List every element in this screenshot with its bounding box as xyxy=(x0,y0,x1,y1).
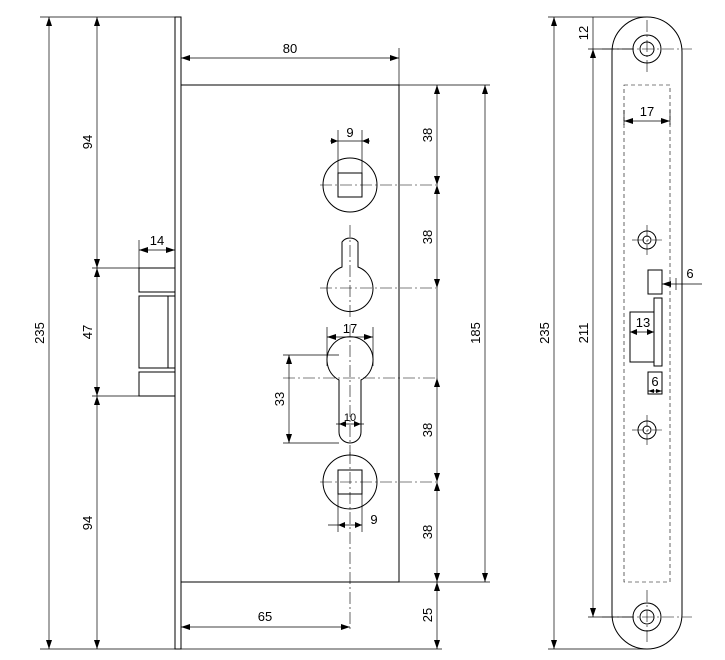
faceplate-latch-top xyxy=(647,269,663,295)
hole-spacing-upper-label: 38 xyxy=(420,128,435,142)
side-latch-bolt-bottom xyxy=(138,371,176,397)
faceplate-bolt-plate xyxy=(653,297,663,367)
faceplate-deadbolt xyxy=(647,371,663,395)
bottom-offset-label: 25 xyxy=(420,608,435,622)
cylinder-slot-label: 10 xyxy=(344,412,356,424)
cylinder-width-label: 17 xyxy=(343,321,357,336)
latch-width-label: 13 xyxy=(636,315,650,330)
side-latch-bolt-body xyxy=(138,295,176,369)
keyhole xyxy=(326,237,374,312)
latch-projection-label: 6 xyxy=(686,266,693,281)
side-forend-plate xyxy=(174,16,182,650)
side-latch-height-label: 47 xyxy=(80,325,95,339)
body-width-label: 80 xyxy=(283,41,297,56)
side-latch-width-label: 14 xyxy=(150,233,164,248)
top-offset-label: 12 xyxy=(576,26,591,40)
side-view: 235 94 47 94 14 xyxy=(32,16,182,650)
slot-width-label: 17 xyxy=(640,104,654,119)
side-lower-section-label: 94 xyxy=(80,516,95,530)
faceplate-overall-height-label: 235 xyxy=(537,322,552,344)
hole-spacing-keyhole-label: 38 xyxy=(420,230,435,244)
hole-spacing-cylinder-label: 38 xyxy=(420,423,435,437)
deadbolt-width-label: 6 xyxy=(651,374,658,389)
faceplate-view: 235 211 12 17 6 13 6 xyxy=(537,16,702,650)
faceplate-hidden-slot xyxy=(623,84,671,583)
side-latch-bolt-top xyxy=(138,267,176,293)
spindle-square-label: 9 xyxy=(346,125,353,140)
front-view: 80 9 38 38 38 38 25 185 17 33 10 xyxy=(180,41,490,650)
cylinder-height-label: 33 xyxy=(272,392,287,406)
body-height-label: 185 xyxy=(468,322,483,344)
mount-hole-height-label: 211 xyxy=(576,323,591,344)
backset-label: 65 xyxy=(258,609,272,624)
lower-spindle-square-label: 9 xyxy=(370,512,377,527)
side-overall-height-label: 235 xyxy=(32,322,47,344)
lock-body xyxy=(180,84,400,583)
hole-spacing-lower-label: 38 xyxy=(420,525,435,539)
side-upper-section-label: 94 xyxy=(80,135,95,149)
